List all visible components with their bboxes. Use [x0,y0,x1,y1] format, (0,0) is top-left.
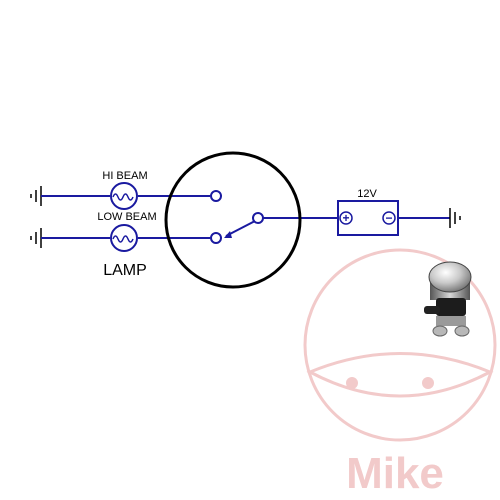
watermark-logo [303,248,497,442]
watermark-brand-text: Mike [346,449,444,498]
watermark-right-eye [422,377,434,389]
ground-symbol-hi [30,186,42,206]
dimmer-switch-photo-icon [424,261,472,337]
hi-beam-lamp [110,182,138,210]
lamp-label: LAMP [103,262,147,279]
low-beam-terminal [210,232,222,244]
hi-beam-terminal [210,190,222,202]
ground-symbol-low [30,228,42,248]
watermark-face-circle [303,248,497,442]
battery-minus-sign: − [385,211,392,225]
battery-voltage-label: 12V [357,188,377,200]
switch-housing [164,151,302,289]
watermark-eye-band [306,352,494,398]
battery-plus-sign: + [342,211,349,225]
low-beam-label: LOW BEAM [97,211,156,223]
wires [41,195,450,239]
battery-minus-terminal [382,211,396,225]
watermark-left-eye [346,377,358,389]
ground-symbol-battery [449,208,461,228]
common-terminal [252,212,264,224]
switch-blade [225,219,258,237]
switch-blade-arrow [224,231,232,238]
battery-plus-terminal [339,211,353,225]
hi-beam-label: HI BEAM [102,170,147,182]
low-beam-lamp [110,224,138,252]
